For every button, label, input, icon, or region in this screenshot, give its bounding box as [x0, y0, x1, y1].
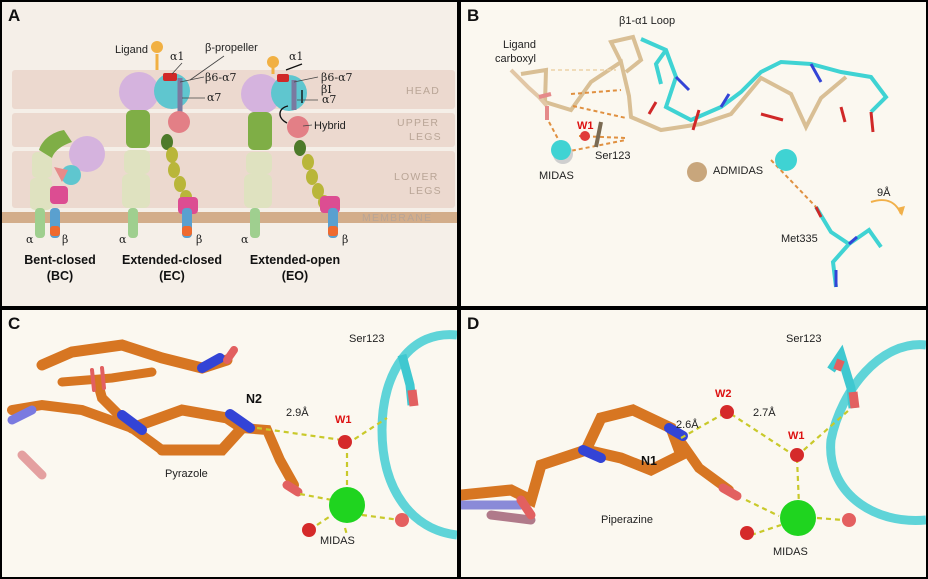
loop-label: β1-α1 Loop [619, 15, 675, 27]
piperazine-label: Piperazine [601, 514, 653, 526]
hybrid-label: Hybrid [314, 120, 346, 132]
hbonds [680, 409, 850, 537]
water-w1 [790, 448, 804, 462]
distance-label: 9Å [877, 186, 891, 199]
lower-legs-label-1: LOWER [394, 171, 439, 183]
ser123-backbone [826, 340, 926, 525]
midas-ion [551, 140, 571, 160]
admidas-ion [775, 149, 797, 171]
state-eo-abbr: (EO) [282, 269, 308, 283]
alpha1-eo-label: α1 [289, 50, 303, 63]
water-w1 [338, 435, 352, 449]
shift-arrow [870, 199, 902, 215]
admidas-label: ADMIDAS [713, 165, 763, 177]
tan-backbone [520, 58, 848, 133]
ser123-label: Ser123 [786, 333, 821, 345]
ser123-label: Ser123 [595, 150, 630, 162]
water-3 [740, 526, 754, 540]
piperazine-ligand [461, 404, 742, 525]
ligand-carboxyl [509, 68, 549, 108]
alpha-bc-label: α [26, 233, 34, 246]
midas-label: MIDAS [320, 535, 355, 547]
ligand-label: Ligand [115, 44, 148, 56]
ligand-carboxyl-label-2: carboxyl [495, 53, 536, 65]
w1-label: W1 [577, 120, 594, 132]
water-3 [395, 513, 409, 527]
beta-ec-label: β [196, 233, 202, 246]
panel-a: A HEAD UPPER LEGS LOWER LEGS MEMBRANE [2, 2, 457, 306]
upper-legs-label-1: UPPER [397, 117, 439, 129]
distance-label: 2.9Å [286, 406, 309, 419]
beta-eo-label: β [342, 233, 348, 246]
a7-eo-label: α7 [322, 93, 336, 106]
b6a7-ec-label: β6-α7 [205, 71, 237, 84]
cyan-backbone [640, 37, 889, 123]
panel-c: C [2, 310, 457, 577]
b6a7-eo-label: β6-α7 [321, 71, 353, 84]
hbonds [256, 417, 401, 536]
membrane-label: MEMBRANE [362, 212, 432, 224]
panel-d-structure: D [461, 314, 926, 558]
panel-a-schematic: A HEAD UPPER LEGS LOWER LEGS MEMBRANE [2, 6, 457, 283]
panel-b-label: B [467, 6, 479, 25]
pyrazole-label: Pyrazole [165, 468, 208, 480]
alpha1-ec-label: α1 [170, 50, 184, 63]
state-eo-name: Extended-open [250, 253, 340, 267]
integrin-extended-closed [119, 41, 198, 238]
pyrazole-ligand [7, 339, 303, 497]
state-bc-name: Bent-closed [24, 253, 96, 267]
admidas-ion-bc [687, 162, 707, 182]
panel-d: D [461, 310, 926, 577]
integrin-bent-closed [30, 130, 105, 238]
beta-bc-label: β [62, 233, 68, 246]
state-ec-abbr: (EC) [159, 269, 185, 283]
water-2 [302, 523, 316, 537]
met335-residue [814, 205, 883, 249]
distance-2-label: 2.7Å [753, 406, 776, 419]
panel-b: B [461, 2, 926, 306]
a7-ec-label: α7 [207, 91, 221, 104]
panel-c-label: C [8, 314, 20, 333]
head-band-label: HEAD [406, 85, 440, 97]
midas-ion [329, 487, 365, 523]
bI-label: βI [321, 83, 332, 96]
midas-label: MIDAS [773, 546, 808, 558]
panel-a-label: A [8, 6, 20, 25]
met335-label: Met335 [781, 233, 818, 245]
bpropeller-label: β-propeller [205, 42, 258, 54]
water-4 [842, 513, 856, 527]
panel-c-structure: C [7, 314, 457, 547]
midas-ion [780, 500, 816, 536]
ser123-label: Ser123 [349, 333, 384, 345]
w2-label: W2 [715, 388, 732, 400]
midas-label: MIDAS [539, 170, 574, 182]
alpha-ec-label: α [119, 233, 127, 246]
w1-label: W1 [335, 414, 352, 426]
lower-legs-label-2: LEGS [409, 185, 442, 197]
water-w1 [580, 131, 590, 141]
ser123-backbone [377, 330, 457, 540]
integrin-extended-open [241, 56, 340, 238]
state-bc-abbr: (BC) [47, 269, 73, 283]
ligand-carboxyl-label-1: Ligand [503, 39, 536, 51]
membrane-band [2, 212, 457, 223]
coordination-bonds [548, 89, 817, 208]
state-ec-name: Extended-closed [122, 253, 222, 267]
panel-d-label: D [467, 314, 479, 333]
n1-label: N1 [641, 454, 657, 468]
water-w2 [720, 405, 734, 419]
n2-label: N2 [246, 392, 262, 406]
w1-label: W1 [788, 430, 805, 442]
upper-legs-band [12, 113, 455, 147]
alpha-eo-label: α [241, 233, 249, 246]
panel-b-structure: B [467, 6, 905, 288]
distance-1-label: 2.6Å [676, 418, 699, 431]
upper-legs-label-2: LEGS [409, 131, 442, 143]
